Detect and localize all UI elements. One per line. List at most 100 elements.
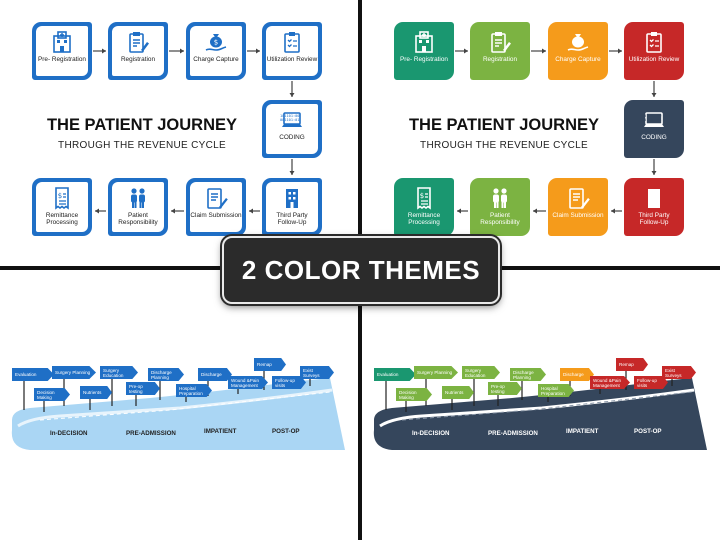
hospital-icon [50,30,74,54]
road-lane [17,388,333,428]
receipt-icon: $ [412,186,436,210]
clipboard-icon [126,30,150,54]
svg-text:$: $ [58,192,62,200]
tile-inner: Claim Submission [190,182,242,232]
money-bag-icon: $ [204,30,228,54]
phase-label: In-DECISION [50,430,88,437]
tile-inner: Third Party Follow-Up [628,182,680,232]
people-icon [488,186,512,210]
tile-inner: Patient Responsibility [112,182,164,232]
tile-inner: Patient Responsibility [474,182,526,232]
road-sign-5: Surgery Education [462,366,500,379]
road-sign-11: Remap [254,358,286,371]
flow-arrows [93,48,295,214]
journey-title: THE PATIENT JOURNEY [46,116,238,134]
step-label: Patient Responsibility [480,212,520,226]
phase-label: POST-OP [634,428,662,435]
step-label: Claim Submission [190,212,242,219]
arrow-head [464,48,468,54]
journey-step-9: $Remittance Processing [394,178,454,236]
journey-title: THE PATIENT JOURNEY [408,116,600,134]
road-surface [11,378,346,450]
building-icon [642,186,666,210]
arrow-head [651,171,657,175]
step-label: Utilization Review [266,56,318,63]
road-sign-13: Exist Surveys [662,366,696,379]
journey-step-8: Patient Responsibility [470,178,530,236]
road-sign-1: Evaluation [12,368,54,381]
road-dashes [39,391,331,421]
checklist-icon [280,30,304,54]
arrow-head [533,208,537,214]
road-sign-6: Pre-op testing [126,382,160,395]
journey-step-4: Utilization Review [262,22,322,80]
step-label: CODING [641,134,667,141]
phase-label: PRE-ADMISSION [488,430,538,437]
arrow-head [611,208,615,214]
arrow-head [651,93,657,97]
arrow-head [171,208,175,214]
step-label: Pre- Registration [38,56,86,63]
road-sign-10: Wound &Pain Management [228,376,268,389]
phase-label: IMPATIENT [204,428,237,435]
clipboard-icon [488,30,512,54]
svg-text:$: $ [420,192,424,200]
step-label: Utilization Review [628,56,680,63]
tile-inner: $Charge Capture [552,26,604,76]
arrow-head [289,171,295,175]
arrow-head [102,48,106,54]
money-bag-icon: $ [566,30,590,54]
road-sign-2: Decision Making [396,388,432,401]
arrow-head [256,48,260,54]
road-sign-3: Surgery Planning [414,366,458,379]
flow-arrows [455,48,657,214]
step-label: Registration [482,56,518,63]
road-graphic [11,371,346,450]
arrow-head [457,208,461,214]
step-label: Third Party Follow-Up [276,212,308,226]
journey-step-7: Claim Submission [186,178,246,236]
people-icon [126,186,150,210]
road-sign-5: Surgery Education [100,366,138,379]
tile-inner: Utilization Review [266,26,318,76]
road-sign-6: Pre-op testing [488,382,522,395]
phase-label: POST-OP [272,428,300,435]
tile-inner: $ Remittance Processing [36,182,88,232]
road-sign-2: Decision Making [34,388,70,401]
journey-step-7: Claim Submission [548,178,608,236]
quadrant-color-journey: Pre- Registration Registration $Charge Cap… [362,0,720,266]
tile-inner: Pre- Registration [398,26,450,76]
tile-inner: $ Charge Capture [190,26,242,76]
journey-step-2: Registration [108,22,168,80]
step-label: CODING [279,134,305,141]
journey-step-3: $Charge Capture [548,22,608,80]
tile-inner: Pre- Registration [36,26,88,76]
journey-step-8: Patient Responsibility [108,178,168,236]
road-sign-8: Hospital Preparation [176,384,212,397]
arrow-head [95,208,99,214]
step-label: Charge Capture [193,56,239,63]
hospital-icon [412,30,436,54]
journey-step-2: Registration [470,22,530,80]
building-icon [280,186,304,210]
road-sign-1: Evaluation [374,368,416,381]
tile-inner: Utilization Review [628,26,680,76]
arrow-head [249,208,253,214]
svg-text:$: $ [214,39,218,47]
tile-inner: Third Party Follow-Up [266,182,318,232]
journey-step-9: $ Remittance Processing [32,178,92,236]
tile-inner: Registration [474,26,526,76]
step-label: Third Party Follow-Up [638,212,670,226]
step-label: Pre- Registration [400,56,448,63]
checklist-icon [642,30,666,54]
road-sign-8: Hospital Preparation [538,384,574,397]
themes-banner: 2 COLOR THEMES [222,236,500,304]
phase-label: In-DECISION [412,430,450,437]
road-sign-3: Surgery Planning [52,366,96,379]
step-label: Remittance Processing [45,212,79,226]
journey-step-1: Pre- Registration [32,22,92,80]
